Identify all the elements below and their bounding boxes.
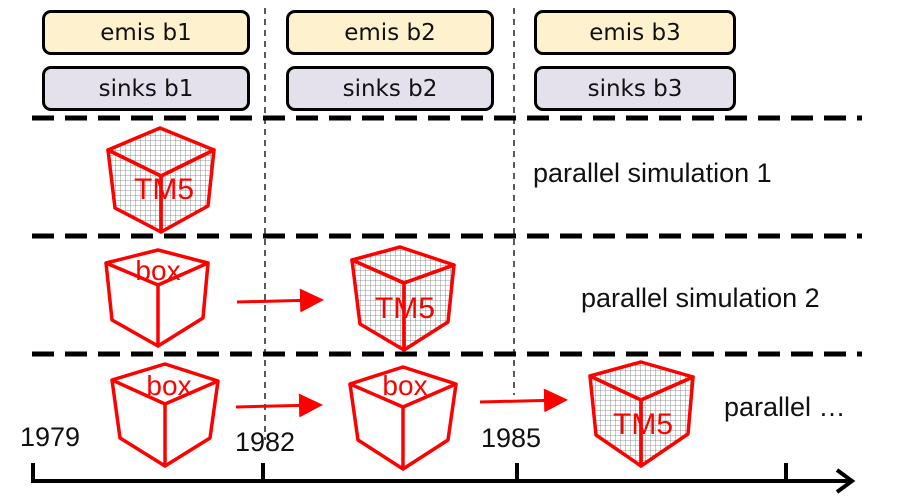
row-label-2: parallel simulation 2 (581, 283, 820, 313)
tm5-label: TM5 (134, 173, 194, 206)
tm5-label: TM5 (613, 408, 673, 441)
arrow-row3-2 (479, 388, 568, 413)
tm5-cube-row3: TM5 (588, 360, 695, 468)
emis-block-2: emis b2 (286, 10, 494, 55)
tm5-cube-row1: TM5 (106, 126, 216, 234)
year-label-1979: 1979 (20, 422, 81, 452)
sinks-block-2: sinks b2 (286, 66, 494, 111)
arrow-row2 (236, 288, 324, 313)
box-label: box (146, 370, 191, 401)
box-cube-row3-1: box (110, 362, 220, 468)
year-label-1982: 1982 (235, 427, 296, 457)
row-label-1: parallel simulation 1 (533, 158, 772, 188)
box-cube-row2: box (104, 248, 210, 348)
box-label: box (382, 370, 427, 401)
box-cube-row3-2: box (348, 365, 458, 471)
sinks-block-3: sinks b3 (534, 66, 736, 111)
timeline-arrowhead (835, 468, 856, 494)
arrow-row3-1 (235, 393, 323, 418)
tm5-cube-row2: TM5 (350, 245, 456, 352)
box-label: box (135, 255, 180, 286)
sinks-block-1: sinks b1 (42, 66, 250, 111)
emis-block-3: emis b3 (534, 10, 736, 55)
tm5-label: TM5 (375, 292, 435, 325)
emis-block-1: emis b1 (42, 10, 250, 55)
year-label-1985: 1985 (481, 423, 542, 453)
row-label-3: parallel … (724, 392, 846, 422)
